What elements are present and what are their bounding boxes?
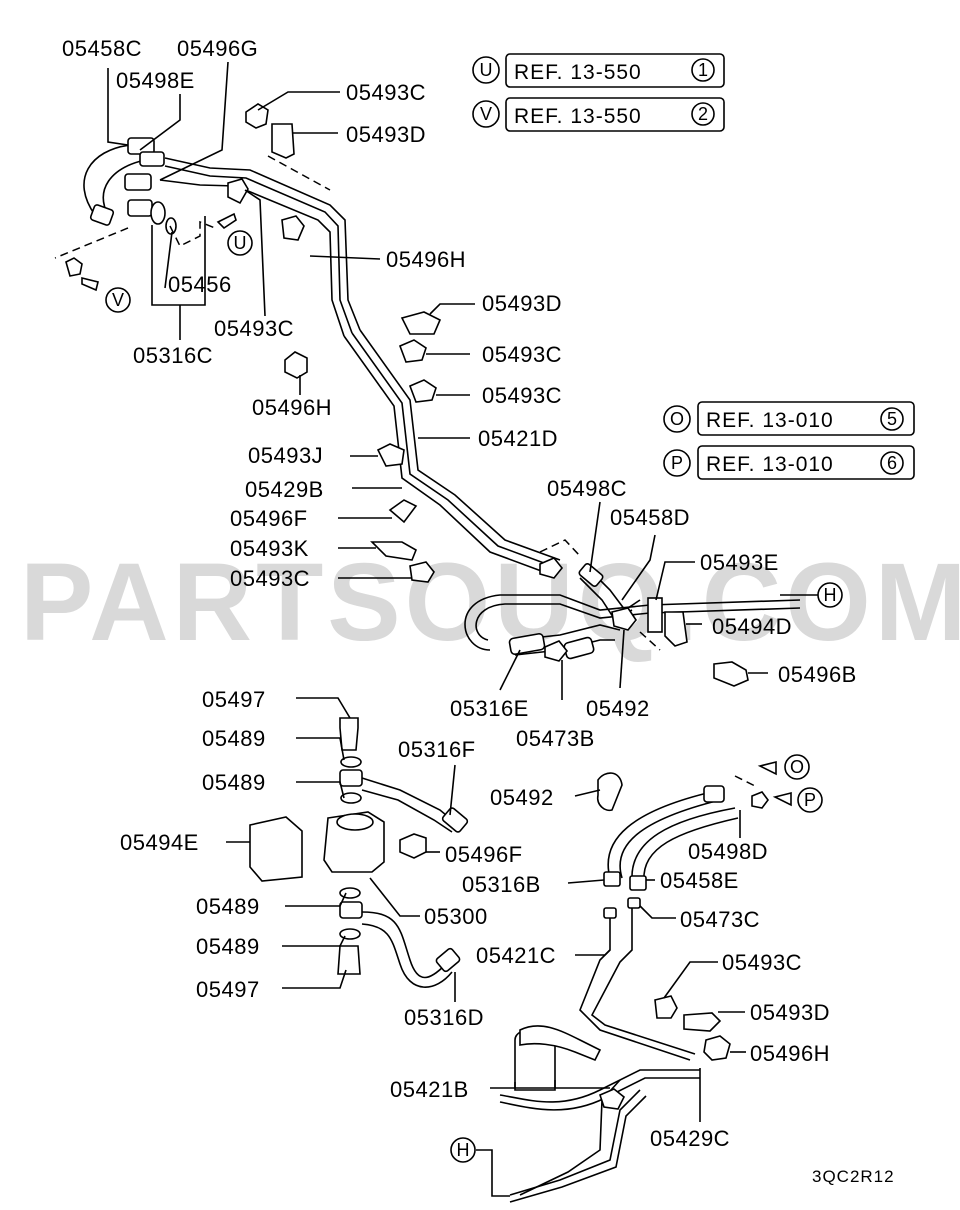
svg-text:U: U: [480, 60, 493, 80]
arrow-p-icon: [772, 791, 792, 807]
label-05493C-d[interactable]: 05493C: [482, 383, 562, 408]
label-05492-a[interactable]: 05492: [586, 696, 650, 721]
label-05496F-a[interactable]: 05496F: [230, 506, 308, 531]
svg-text:1: 1: [698, 60, 708, 80]
connector-u-icon: [227, 230, 253, 256]
svg-text:H: H: [457, 1140, 470, 1160]
svg-text:U: U: [234, 233, 247, 253]
connector-o[interactable]: O: [757, 754, 810, 780]
right-middle-assembly: [464, 562, 801, 687]
label-05429B[interactable]: 05429B: [245, 477, 324, 502]
label-05493E[interactable]: 05493E: [700, 550, 779, 575]
upper-hose-assembly: [54, 103, 361, 379]
label-05458E[interactable]: 05458E: [660, 868, 739, 893]
svg-text:V: V: [112, 290, 124, 310]
leader-lines: [107, 61, 818, 1122]
connector-h-right[interactable]: H: [817, 582, 843, 608]
ref-u[interactable]: U REF. 13-550 1: [472, 53, 725, 88]
marker-p-icon: [663, 449, 691, 477]
label-05489-c[interactable]: 05489: [196, 894, 260, 919]
label-05496H-c[interactable]: 05496H: [750, 1041, 830, 1066]
label-05498C[interactable]: 05498C: [547, 476, 627, 501]
connector-h-lower[interactable]: H: [450, 1137, 510, 1197]
label-05493D-c[interactable]: 05493D: [750, 1000, 830, 1025]
diagram-code: 3QC2R12: [812, 1167, 895, 1186]
ref-p-text: REF. 13-010: [706, 453, 834, 476]
label-05493D-b[interactable]: 05493D: [482, 291, 562, 316]
svg-text:P: P: [671, 453, 683, 473]
svg-text:H: H: [824, 585, 837, 605]
label-05493C-f[interactable]: 05493C: [722, 950, 802, 975]
connector-u[interactable]: U: [227, 230, 253, 256]
label-05421C[interactable]: 05421C: [476, 943, 556, 968]
label-05496B[interactable]: 05496B: [778, 662, 857, 687]
svg-text:5: 5: [887, 409, 897, 429]
label-05473B[interactable]: 05473B: [516, 726, 595, 751]
label-05496H-a[interactable]: 05496H: [386, 247, 466, 272]
label-05316F[interactable]: 05316F: [398, 737, 476, 762]
connector-p[interactable]: P: [772, 787, 823, 813]
connector-p-icon: [797, 787, 823, 813]
marker-u-icon: [472, 56, 500, 84]
label-05458C[interactable]: 05458C: [62, 36, 142, 61]
label-05493D-a[interactable]: 05493D: [346, 122, 426, 147]
label-05492-b[interactable]: 05492: [490, 785, 554, 810]
label-05473C[interactable]: 05473C: [680, 907, 760, 932]
ref-v[interactable]: V REF. 13-550 2: [472, 97, 725, 132]
svg-text:O: O: [790, 757, 804, 777]
ref-p[interactable]: P REF. 13-010 6: [663, 445, 915, 480]
label-05429C[interactable]: 05429C: [650, 1126, 730, 1151]
connector-o-icon: [784, 754, 810, 780]
svg-text:P: P: [804, 790, 816, 810]
pump-assembly: [249, 717, 469, 988]
ref-o[interactable]: O REF. 13-010 5: [663, 401, 915, 436]
svg-text:2: 2: [698, 104, 708, 124]
label-05316B[interactable]: 05316B: [462, 872, 541, 897]
svg-text:V: V: [480, 104, 492, 124]
label-05493C-a[interactable]: 05493C: [346, 80, 426, 105]
part-labels: 05458C 05496G 05498E 05493C 05493D 05496…: [62, 36, 857, 1151]
label-05494D[interactable]: 05494D: [712, 614, 792, 639]
arrow-o-icon: [757, 760, 777, 776]
marker-o-icon: [663, 405, 691, 433]
label-05496G[interactable]: 05496G: [177, 36, 258, 61]
label-05493C-e[interactable]: 05493C: [230, 566, 310, 591]
label-05496F-b[interactable]: 05496F: [445, 842, 523, 867]
label-05316C[interactable]: 05316C: [133, 343, 213, 368]
ref-u-text: REF. 13-550: [514, 61, 642, 84]
label-05493K[interactable]: 05493K: [230, 536, 309, 561]
svg-text:6: 6: [887, 453, 897, 473]
label-05489-b[interactable]: 05489: [202, 770, 266, 795]
label-05456[interactable]: 05456: [168, 272, 232, 297]
label-05489-d[interactable]: 05489: [196, 934, 260, 959]
label-05493C-b[interactable]: 05493C: [214, 316, 294, 341]
label-05498E[interactable]: 05498E: [116, 68, 195, 93]
svg-text:O: O: [670, 409, 684, 429]
label-05497-b[interactable]: 05497: [196, 977, 260, 1002]
connector-v-icon: [105, 287, 131, 313]
marker-v-icon: [472, 100, 500, 128]
watermark: PARTSOUQ.COM: [20, 541, 960, 664]
ref-v-text: REF. 13-550: [514, 105, 642, 128]
connector-v[interactable]: V: [105, 287, 131, 313]
label-05493J[interactable]: 05493J: [248, 443, 323, 468]
ref-o-text: REF. 13-010: [706, 409, 834, 432]
label-05494E[interactable]: 05494E: [120, 830, 199, 855]
label-05497-a[interactable]: 05497: [202, 687, 266, 712]
label-05496H-b[interactable]: 05496H: [252, 395, 332, 420]
label-05421D[interactable]: 05421D: [478, 426, 558, 451]
label-05421B[interactable]: 05421B: [390, 1077, 469, 1102]
label-05493C-c[interactable]: 05493C: [482, 342, 562, 367]
label-05300[interactable]: 05300: [424, 904, 488, 929]
label-05489-a[interactable]: 05489: [202, 726, 266, 751]
middle-pipe-run: [343, 311, 581, 583]
label-05498D[interactable]: 05498D: [688, 839, 768, 864]
label-05316D[interactable]: 05316D: [404, 1005, 484, 1030]
label-05316E[interactable]: 05316E: [450, 696, 529, 721]
lower-right-assembly: [499, 772, 769, 1203]
connector-h-lower-icon: [450, 1137, 476, 1163]
label-05458D[interactable]: 05458D: [610, 505, 690, 530]
